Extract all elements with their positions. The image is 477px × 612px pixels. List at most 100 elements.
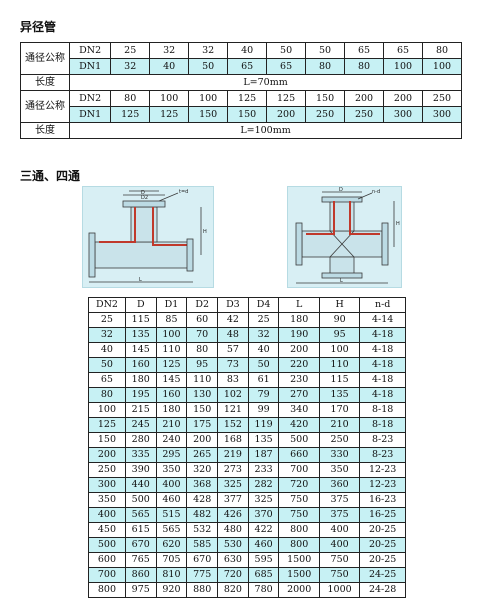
dn1-label: DN1 bbox=[69, 106, 112, 123]
table-cell: 12-23 bbox=[359, 477, 406, 493]
dn1-cell: 300 bbox=[383, 106, 423, 123]
table-cell: 95 bbox=[318, 327, 361, 343]
table-cell: 4-14 bbox=[359, 312, 406, 328]
table-cell: 750 bbox=[278, 507, 320, 523]
dn2-cell: 200 bbox=[383, 90, 423, 107]
length-value: L=70mm bbox=[69, 74, 462, 91]
table-cell: 20-25 bbox=[359, 522, 406, 538]
dn2-cell: 65 bbox=[383, 42, 423, 59]
table-cell: 215 bbox=[124, 402, 157, 418]
table-cell: 765 bbox=[124, 552, 157, 568]
dn2-cell: 100 bbox=[149, 90, 190, 107]
table-cell: 422 bbox=[247, 522, 280, 538]
table-cell: 377 bbox=[217, 492, 249, 508]
length-value: L=100mm bbox=[69, 122, 462, 139]
table-cell: 1500 bbox=[278, 567, 320, 583]
table-cell: 110 bbox=[318, 357, 361, 373]
dn2-cell: 32 bbox=[188, 42, 229, 59]
table-cell: 20-25 bbox=[359, 537, 406, 553]
table-cell: 400 bbox=[318, 537, 361, 553]
dn1-cell: 100 bbox=[383, 58, 423, 75]
dn2-cell: 40 bbox=[227, 42, 268, 59]
dn1-cell: 150 bbox=[188, 106, 229, 123]
table-cell: 16-23 bbox=[359, 492, 406, 508]
table-cell: 180 bbox=[124, 372, 157, 388]
svg-text:H: H bbox=[396, 221, 400, 227]
table-cell: 48 bbox=[217, 327, 249, 343]
dn1-cell: 65 bbox=[227, 58, 268, 75]
table-cell: 880 bbox=[186, 582, 219, 598]
table-cell: 20-25 bbox=[359, 552, 406, 568]
table-cell: 8-23 bbox=[359, 432, 406, 448]
column-header: DN2 bbox=[88, 297, 126, 313]
table-cell: 1000 bbox=[318, 582, 361, 598]
table-cell: 70 bbox=[186, 327, 219, 343]
table-cell: 975 bbox=[124, 582, 157, 598]
table-cell: 330 bbox=[318, 447, 361, 463]
table-cell: 40 bbox=[247, 342, 280, 358]
dn1-cell: 40 bbox=[149, 58, 190, 75]
table-cell: 800 bbox=[88, 582, 126, 598]
table-cell: 265 bbox=[186, 447, 219, 463]
table-cell: 25 bbox=[247, 312, 280, 328]
table-cell: 565 bbox=[155, 522, 188, 538]
dn2-label: DN2 bbox=[69, 90, 112, 107]
dn2-label: DN2 bbox=[69, 42, 112, 59]
dn1-cell: 80 bbox=[344, 58, 385, 75]
table-cell: 720 bbox=[278, 477, 320, 493]
table-cell: 57 bbox=[217, 342, 249, 358]
column-header: H bbox=[318, 297, 361, 313]
table-cell: 25 bbox=[88, 312, 126, 328]
table-cell: 240 bbox=[155, 432, 188, 448]
table-cell: 150 bbox=[88, 432, 126, 448]
table-cell: 90 bbox=[318, 312, 361, 328]
table-cell: 245 bbox=[124, 417, 157, 433]
table-cell: 65 bbox=[88, 372, 126, 388]
table-cell: 40 bbox=[88, 342, 126, 358]
svg-text:D2: D2 bbox=[141, 195, 148, 201]
table-cell: 1500 bbox=[278, 552, 320, 568]
dn1-cell: 125 bbox=[110, 106, 151, 123]
table-cell: 250 bbox=[88, 462, 126, 478]
table-cell: 16-25 bbox=[359, 507, 406, 523]
table-cell: 99 bbox=[247, 402, 280, 418]
dn2-cell: 100 bbox=[188, 90, 229, 107]
table-cell: 200 bbox=[186, 432, 219, 448]
dn2-cell: 50 bbox=[305, 42, 346, 59]
table-cell: 750 bbox=[318, 552, 361, 568]
dn1-cell: 65 bbox=[266, 58, 307, 75]
dn2-cell: 80 bbox=[421, 42, 463, 59]
tee-drawing: D D2 t=d H L bbox=[82, 186, 214, 288]
table-cell: 115 bbox=[124, 312, 157, 328]
table-cell: 100 bbox=[88, 402, 126, 418]
table-cell: 595 bbox=[247, 552, 280, 568]
table-cell: 350 bbox=[88, 492, 126, 508]
dn1-cell: 200 bbox=[266, 106, 307, 123]
table-cell: 42 bbox=[217, 312, 249, 328]
table-cell: 168 bbox=[217, 432, 249, 448]
table-cell: 460 bbox=[155, 492, 188, 508]
table-cell: 600 bbox=[88, 552, 126, 568]
table-cell: 219 bbox=[217, 447, 249, 463]
table-cell: 210 bbox=[155, 417, 188, 433]
column-header: D2 bbox=[186, 297, 219, 313]
table-cell: 12-23 bbox=[359, 462, 406, 478]
table-cell: 73 bbox=[217, 357, 249, 373]
table-cell: 670 bbox=[186, 552, 219, 568]
table-cell: 102 bbox=[217, 387, 249, 403]
table-cell: 615 bbox=[124, 522, 157, 538]
table-cell: 4-18 bbox=[359, 327, 406, 343]
table-cell: 500 bbox=[278, 432, 320, 448]
dn1-cell: 100 bbox=[421, 58, 463, 75]
